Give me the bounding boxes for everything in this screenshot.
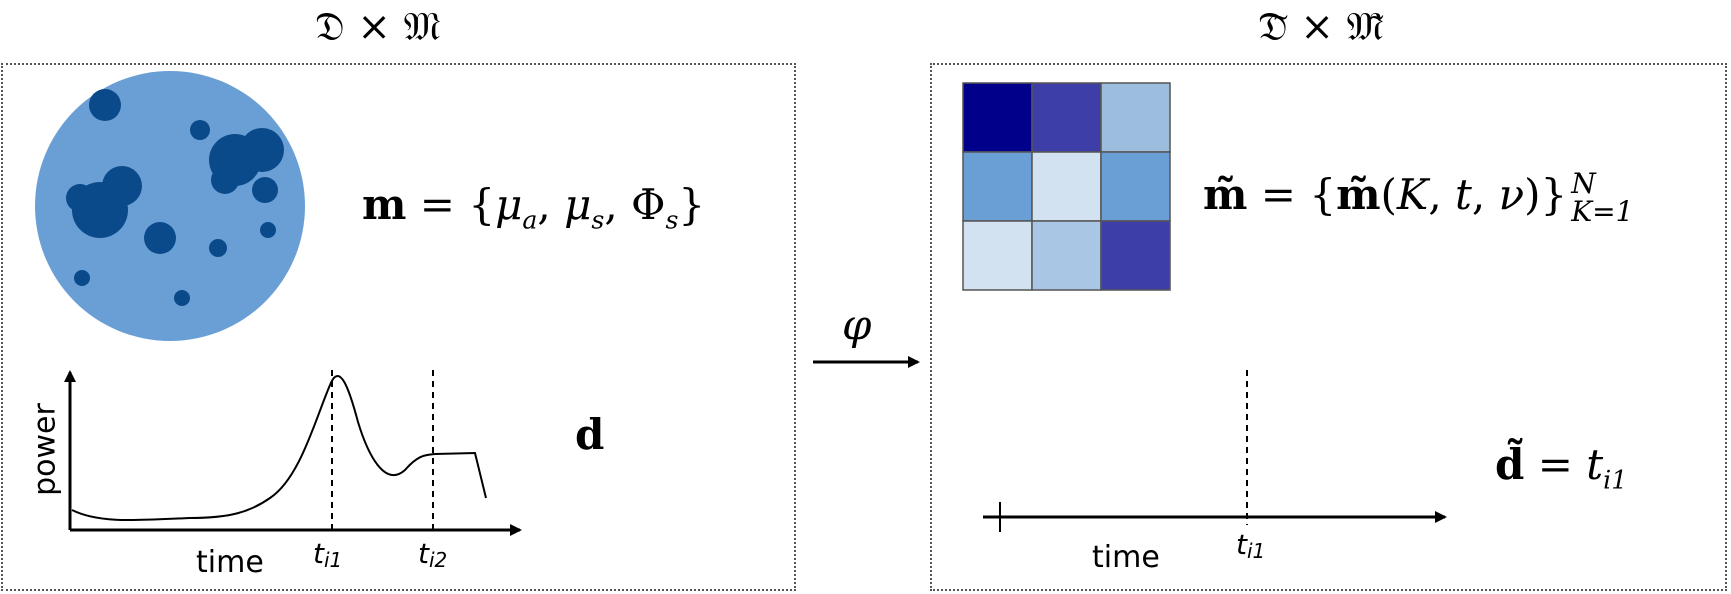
- right-data-equation: d̃ = ti1: [1495, 440, 1628, 495]
- left-t2-label: ti2: [418, 537, 448, 572]
- grid-cell: [1100, 82, 1171, 153]
- feature-grid: [962, 82, 1171, 291]
- grid-cell: [1031, 151, 1102, 222]
- left-data-label: d: [575, 410, 605, 459]
- left-model-equation: m = {μa, μs, Φs}: [362, 180, 706, 235]
- left-panel: [1, 63, 796, 591]
- right-panel: [930, 63, 1727, 591]
- right-time-label: time: [1092, 540, 1160, 575]
- right-t1-label: ti1: [1236, 528, 1266, 563]
- grid-cell: [962, 220, 1033, 291]
- left-time-label: time: [196, 545, 264, 580]
- left-t1-label: ti1: [313, 537, 343, 572]
- power-curve: [71, 375, 487, 522]
- grid-cell: [962, 151, 1033, 222]
- mapping-label: φ: [842, 300, 872, 349]
- grid-cell: [1100, 151, 1171, 222]
- right-panel-title: 𝔇̃ × 𝔐̃: [1258, 4, 1384, 50]
- inclusion-blobs: [66, 89, 284, 306]
- grid-cell: [1031, 220, 1102, 291]
- left-panel-title: 𝔇 × 𝔐: [315, 4, 441, 50]
- tissue-disk: [35, 71, 305, 341]
- power-axis-label: power: [27, 403, 63, 496]
- grid-cell: [962, 82, 1033, 153]
- grid-cell: [1100, 220, 1171, 291]
- grid-cell: [1031, 82, 1102, 153]
